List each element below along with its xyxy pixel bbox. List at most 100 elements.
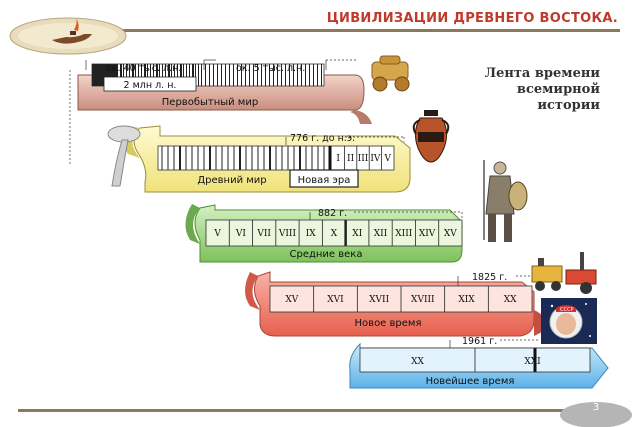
tick-mark (120, 64, 122, 86)
tick-mark (237, 64, 238, 86)
tick-mark (269, 64, 270, 86)
medieval-warrior-icon (483, 160, 528, 242)
tick-mark (126, 64, 127, 86)
page-title: ЦИВИЛИЗАЦИИ ДРЕВНЕГО ВОСТОКА. (326, 11, 618, 26)
century-label: XXI (524, 357, 541, 367)
tick-mark (186, 64, 187, 86)
era-band-ancient (123, 125, 411, 193)
page-number-badge (560, 402, 632, 427)
tick-mark (183, 64, 184, 86)
century-label: IV (370, 154, 381, 164)
tick-mark (150, 64, 151, 86)
century-label: XIII (395, 229, 413, 239)
tick-mark (192, 64, 194, 86)
tick-mark (233, 64, 234, 86)
century-label: II (347, 154, 355, 164)
tick-mark (198, 64, 199, 86)
era-label-ancient: Древний мир (197, 175, 266, 186)
marker-882: 882 г. (318, 208, 347, 219)
tick-mark (132, 64, 134, 86)
tick-mark (297, 64, 298, 86)
century-label: XIV (419, 229, 436, 239)
tick-mark (265, 64, 266, 86)
caption-line-1: Лента времени (484, 66, 600, 81)
tick-mark (229, 64, 230, 86)
tick-mark (245, 64, 246, 86)
century-label: XV (285, 295, 298, 305)
tick-mark (153, 64, 154, 86)
prehistory-span-label: 2 млн л. н. (124, 80, 177, 91)
tick-mark (123, 64, 124, 86)
tick-mark (205, 64, 206, 86)
tick-mark (141, 64, 142, 86)
tick-mark (301, 64, 302, 86)
ancient-tick-marks (161, 146, 332, 170)
marker-leaders (69, 59, 538, 348)
wooden-cart-icon (371, 55, 410, 92)
century-label: I (336, 154, 340, 164)
era-label-new-era: Новая эра (298, 175, 351, 186)
tick-mark (261, 64, 262, 86)
tick-mark (156, 64, 158, 86)
tick-mark (174, 64, 175, 86)
tick-mark (144, 64, 146, 86)
oil-lamp-icon (9, 17, 127, 55)
century-label: X (331, 229, 338, 239)
caption-line-2: всемирной (516, 82, 600, 97)
marker-5k: ок. 5 тыс. л.н. (236, 63, 305, 74)
era-label-newest: Новейшее время (426, 376, 515, 387)
tick-mark (273, 64, 274, 86)
century-label: XV (444, 229, 457, 239)
marker-1825: 1825 г. (472, 272, 507, 283)
tick-mark (165, 64, 166, 86)
header-divider (100, 29, 620, 32)
tick-mark (213, 64, 214, 86)
footer-divider (18, 409, 574, 412)
tick-mark (313, 64, 314, 86)
tick-mark (177, 64, 178, 86)
tick-mark (129, 64, 130, 86)
tick-mark (321, 64, 322, 86)
century-label: XVI (327, 295, 344, 305)
century-label: XIX (458, 295, 475, 305)
cosmonaut-icon: CCCP (541, 298, 597, 344)
marker-40k: ок. 40 тыс. л.н. (106, 63, 181, 74)
century-label: VI (235, 229, 246, 239)
century-label: V (384, 154, 392, 164)
tick-mark (135, 64, 136, 86)
tick-mark (189, 64, 190, 86)
tick-mark (257, 64, 258, 86)
century-label: VII (256, 229, 271, 239)
tick-mark (162, 64, 163, 86)
era-label-primitive: Первобытный мир (162, 97, 258, 108)
marker-776bc: 776 г. до н.э. (290, 133, 355, 144)
steam-locomotive-icon (531, 252, 597, 294)
century-label: XVII (369, 295, 389, 305)
tick-mark (277, 64, 278, 86)
tick-mark (293, 64, 294, 86)
tick-mark (225, 64, 226, 86)
tick-mark (201, 64, 202, 86)
century-labels-newest: XX XXI (411, 348, 541, 372)
greek-amphora-icon (412, 110, 450, 163)
century-label: V (213, 229, 221, 239)
marker-1961: 1961 г. (462, 336, 497, 347)
century-label: XX (411, 357, 424, 367)
era-band-middle (185, 204, 463, 263)
tick-mark (289, 64, 290, 86)
century-label: IX (306, 229, 317, 239)
mushroom-tree-icon (107, 125, 141, 187)
new-era-box (289, 169, 359, 188)
era-label-modern: Новое время (355, 318, 422, 329)
tick-mark (221, 64, 222, 86)
tick-mark (209, 64, 210, 86)
tick-mark (305, 64, 306, 86)
century-label: XII (374, 229, 388, 239)
century-label: XX (504, 295, 517, 305)
svg-text:CCCP: CCCP (560, 307, 574, 313)
tick-mark (138, 64, 139, 86)
tick-mark (168, 64, 170, 86)
